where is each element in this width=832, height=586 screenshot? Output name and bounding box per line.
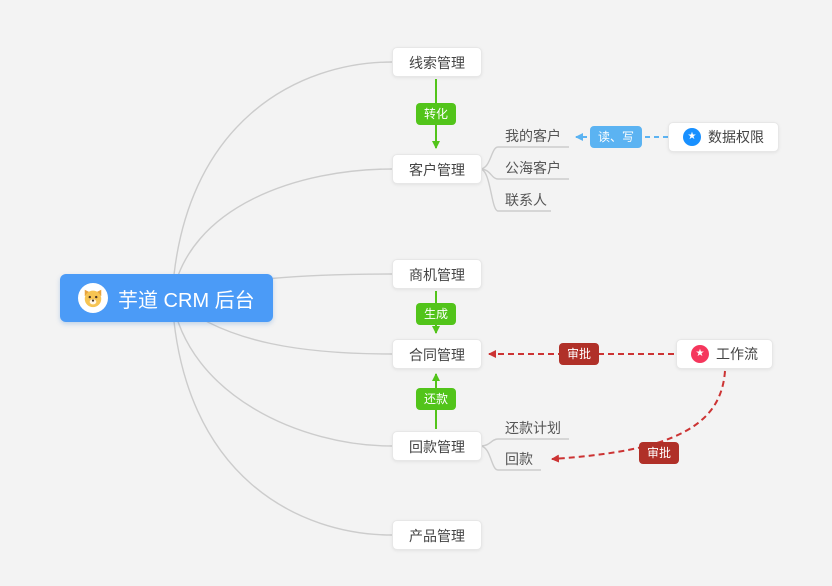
dog-icon	[78, 283, 108, 313]
node-receivable-management[interactable]: 回款管理	[392, 431, 482, 461]
star-icon: ★	[683, 128, 701, 146]
edge-root-customers	[171, 168, 393, 299]
node-lead-management[interactable]: 线索管理	[392, 47, 482, 77]
subitem-contacts[interactable]: 联系人	[505, 192, 547, 208]
node-contract-management[interactable]: 合同管理	[392, 339, 482, 369]
subitem-payment[interactable]: 回款	[505, 451, 533, 467]
badge-approve-contract: 审批	[558, 343, 600, 365]
edge-root-products	[171, 297, 393, 536]
data-permission-label: 数据权限	[708, 129, 764, 145]
edge-customers-mine	[479, 146, 569, 170]
edge-customers-contacts	[479, 168, 551, 212]
edge-root-leads	[171, 61, 393, 299]
badge-approve-receivable: 审批	[638, 442, 680, 464]
badge-convert: 转化	[415, 103, 457, 125]
star-icon: ★	[691, 345, 709, 363]
badge-generate: 生成	[415, 303, 457, 325]
node-data-permission[interactable]: ★ 数据权限	[668, 122, 779, 152]
edge-receivables-payment	[479, 445, 541, 471]
badge-read-write: 读、写	[589, 126, 643, 148]
subitem-pool-customers[interactable]: 公海客户	[505, 160, 561, 176]
edge-receivables-plan	[479, 438, 569, 447]
subitem-my-customers[interactable]: 我的客户	[505, 128, 561, 144]
workflow-label: 工作流	[716, 346, 758, 362]
edge-root-receivables	[171, 297, 393, 447]
root-node[interactable]: 芋道 CRM 后台	[60, 274, 273, 322]
node-product-management[interactable]: 产品管理	[392, 520, 482, 550]
badge-repay: 还款	[415, 388, 457, 410]
node-opportunity-management[interactable]: 商机管理	[392, 259, 482, 289]
root-label: 芋道 CRM 后台	[118, 289, 255, 312]
node-workflow[interactable]: ★ 工作流	[676, 339, 773, 369]
node-customer-management[interactable]: 客户管理	[392, 154, 482, 184]
subitem-repayment-plan[interactable]: 还款计划	[505, 420, 561, 436]
